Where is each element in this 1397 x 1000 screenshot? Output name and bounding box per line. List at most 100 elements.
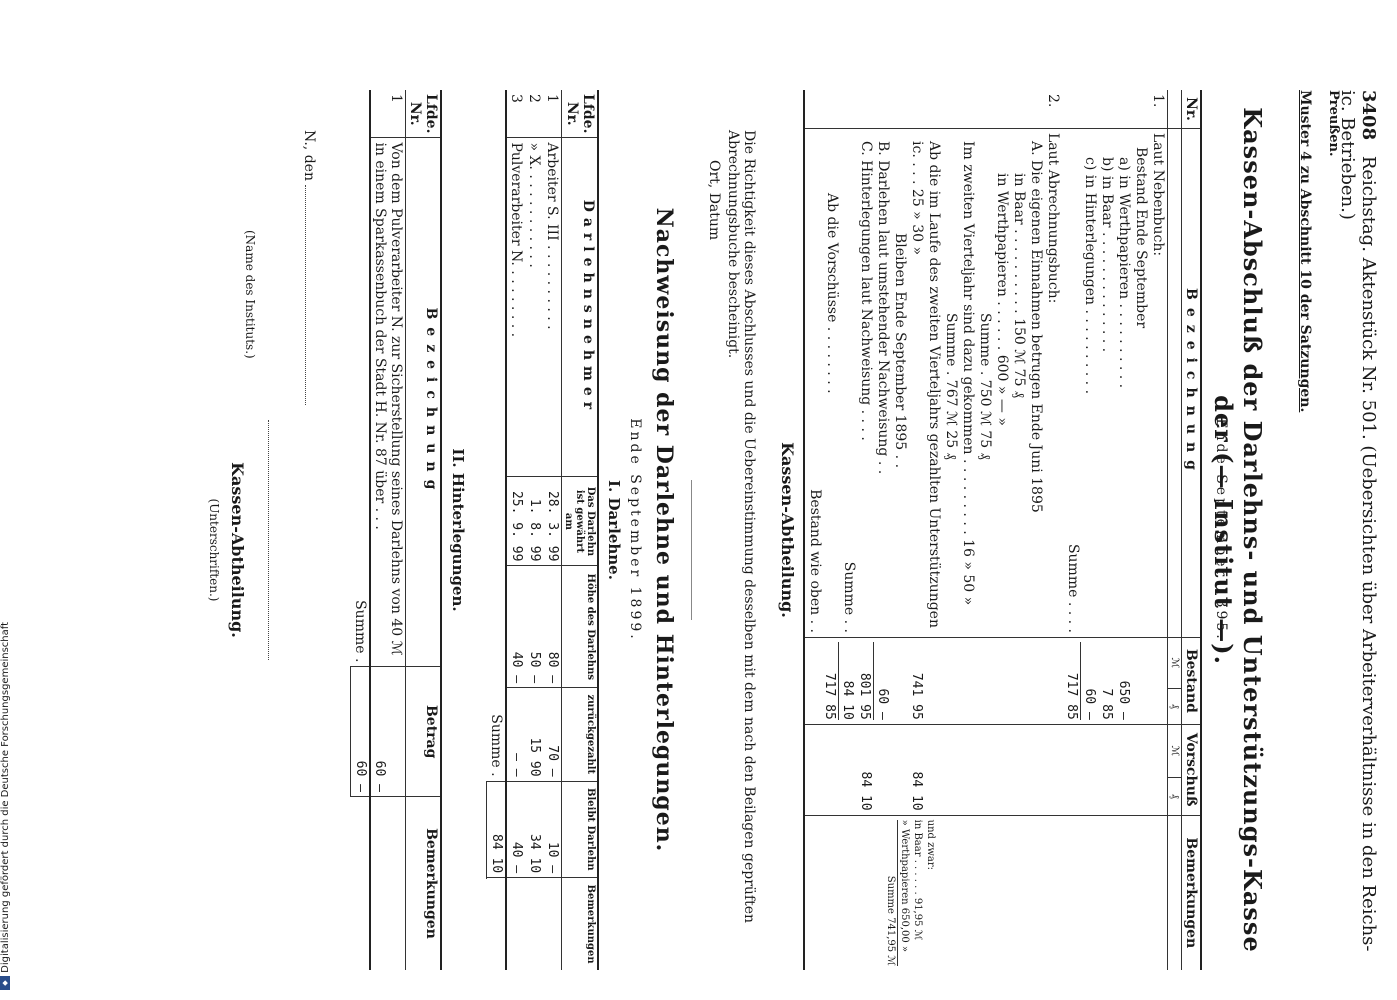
institute-note: (Name des Instituts.): [243, 230, 257, 359]
loan-date: 1. 8. 99: [525, 476, 543, 566]
deposit-text: Von dem Pulverarbeiter N. zur Sicherstel…: [370, 137, 406, 667]
row2-advance: 84 10: [858, 771, 873, 811]
col-bestand: Bestand: [1181, 637, 1201, 725]
col-bemerkungen-2: Bemerkungen: [561, 877, 598, 970]
sub-mark: ℳ: [1167, 637, 1182, 689]
remark-line: und zwar:: [925, 819, 936, 871]
col-darlehnsnehmer: Darlehnsnehmer: [561, 137, 598, 477]
row2-value: 801 95: [856, 642, 874, 720]
loan-amount: 80 —: [543, 565, 562, 688]
loan-remaining: 10 —: [543, 781, 562, 878]
row2-line: C. Hinterlegungen laut Nachweisung . . .…: [858, 141, 874, 441]
section1-signature: Kassen-Abtheilung.: [778, 442, 797, 618]
row2-line: B. Darlehen laut umstehender Nachweisung…: [875, 141, 891, 475]
state-label: Preußen.: [1326, 90, 1341, 157]
row2-value: 741 95: [909, 672, 924, 720]
running-header: 3408 Reichstag. Aktenstück Nr. 501. (Ueb…: [1337, 90, 1379, 960]
col-nr: Nr.: [1183, 97, 1199, 121]
sidebar-text: Digitalisierung gefördert durch die Deut…: [0, 621, 11, 973]
loan-name: Pulverarbeiter N. . . . . . . . .: [506, 137, 525, 477]
row2-line: Laut Abrechnungsbuch:: [1045, 133, 1061, 304]
col-bemerkungen-3: Bemerkungen: [405, 796, 441, 970]
col-vorschuss: Vorschuß: [1181, 724, 1201, 816]
section1-footer: Die Richtigkeit dieses Abschlusses und d…: [725, 130, 757, 924]
loan-nr: 3: [508, 94, 524, 103]
row2-line: Ab die im Laufe des zweiten Vierteljahrs…: [909, 141, 942, 628]
row1-line: b) in Baar . . . . . . . . . . . . . .: [1099, 157, 1115, 353]
cash-table: Nr. Bezeichnung Bestand Vorschuß Bemerku…: [801, 90, 1202, 970]
loans-table: Lfde. Nr. Darlehnsnehmer Das Darlehn ist…: [487, 90, 600, 970]
institute-line: [268, 420, 269, 660]
loan-amount: 40 —: [506, 565, 525, 688]
col-hoehe: Höhe des Darlehns: [561, 565, 598, 688]
row1-value: 650 —: [1116, 680, 1131, 720]
sub-pfennig-2: ₰: [1167, 777, 1182, 816]
loan-date: 28. 3. 99: [543, 476, 562, 566]
row2-line: in Werthpapieren . . . . . . 600 » — »: [994, 173, 1010, 426]
row2-line: Bestand wie oben . .: [807, 489, 823, 633]
row1-line: Laut Nebenbuch:: [1150, 133, 1166, 257]
col-lfde-nr-2: Lfde. Nr.: [407, 94, 439, 134]
deposit-sum-label: Summe .: [352, 600, 368, 663]
loan-date: 25. 9. 99: [506, 476, 525, 566]
part2-title: II. Hinterlegungen.: [449, 448, 467, 612]
loan-nr: 1: [544, 94, 560, 103]
pattern-label: Muster 4 zu Abschnitt 10 der Satzungen.: [1297, 90, 1313, 413]
row2-line: Bleiben Ende September 1895 . .: [892, 233, 908, 469]
row2-line: in Baar . . . . . . . . . . 150 ℳ 75 ₰: [1011, 173, 1027, 398]
loan-remaining: 34 10: [525, 781, 543, 878]
section1-subtitle: Ende September 1895.: [1213, 418, 1229, 642]
loan-nr: 2: [526, 94, 542, 103]
divider: [691, 480, 692, 620]
part1-title: I. Darlehne.: [605, 480, 623, 580]
place-line: N., den: [301, 130, 317, 406]
deposits-table: Lfde. Nr. Bezeichnung Betrag Bemerkungen…: [351, 90, 443, 970]
loan-repaid: 15 90: [525, 687, 543, 782]
row2-line: Summe . .: [841, 561, 857, 633]
deposit-amount: 60 —: [370, 666, 406, 797]
remark-line: Summe 741,95 ℳ: [884, 819, 898, 966]
row1-line: Bestand Ende September: [1133, 147, 1149, 329]
row2-value: 84 10: [840, 680, 855, 720]
col-bezeichnung: Bezeichnung: [1181, 128, 1201, 638]
loan-remaining: 40 —: [506, 781, 525, 878]
dfg-logo-icon: ◆: [0, 976, 10, 990]
row1-line: Summe . . . .: [1065, 543, 1081, 633]
loan-repaid: 70 —: [543, 687, 562, 782]
deposit-nr: 1: [388, 94, 404, 103]
row1-nr: 1.: [1150, 94, 1166, 108]
row2-line: A. Die eigenen Einnahmen betrugen Ende J…: [1028, 141, 1044, 513]
col-lfde-nr: Lfde. Nr.: [564, 94, 596, 134]
row2-nr: 2.: [1045, 94, 1061, 108]
row2-value: 60 —: [875, 688, 890, 720]
col-bemerkungen: Bemerkungen: [1181, 815, 1201, 970]
place-date: Ort, Datum: [706, 160, 722, 241]
loans-sum-label: Summe .: [488, 714, 504, 777]
row2-line: Summe . 750 ℳ 75 ₰: [977, 313, 993, 460]
signatures-note: (Unterschriften.): [207, 498, 221, 602]
loan-repaid: — —: [506, 687, 525, 782]
deposit-sum: 60 —: [351, 666, 370, 797]
col-betrag: Betrag: [405, 666, 441, 797]
loan-row: 1 Arbeiter S. III . . . . . . . . . . 28…: [543, 90, 562, 970]
running-head: Reichstag. Aktenstück Nr. 501. (Uebersic…: [1337, 90, 1379, 952]
row1-value: 717 85: [1063, 642, 1081, 720]
remark-line: in Baar . . . . . . 91,95 ℳ: [912, 819, 923, 941]
section2-subtitle: Ende September 1899.: [627, 418, 643, 642]
sub-mark-2: ℳ: [1167, 724, 1182, 778]
row1-line: c) in Hinterlegungen . . . . . . . . . .: [1082, 157, 1098, 395]
section2-signature: Kassen-Abtheilung.: [228, 462, 247, 638]
row1-value: 7 85: [1099, 688, 1114, 720]
row2-line: Ab die Vorschüsse . . . . . . . .: [824, 193, 840, 394]
col-gewaehrt: Das Darlehn ist gewährt am: [561, 476, 598, 566]
sidebar-credit: ◆ Digitalisierung gefördert durch die De…: [0, 0, 14, 1000]
col-bezeichnung-2: Bezeichnung: [405, 137, 441, 667]
loans-sum: 84 10: [487, 781, 506, 878]
sub-pfennig: ₰: [1167, 688, 1182, 725]
loan-row: 2 » X. . . . . . . . . . . . 1. 8. 99 50…: [525, 90, 543, 970]
row2-line: Im zweiten Vierteljahr sind dazu gekomme…: [960, 141, 976, 606]
row2-advance: 84 10: [909, 771, 924, 811]
row1-line: a) in Werthpapieren . . . . . . . . . .: [1116, 157, 1132, 389]
col-bleibt: Bleibt Darlehn: [561, 781, 598, 878]
